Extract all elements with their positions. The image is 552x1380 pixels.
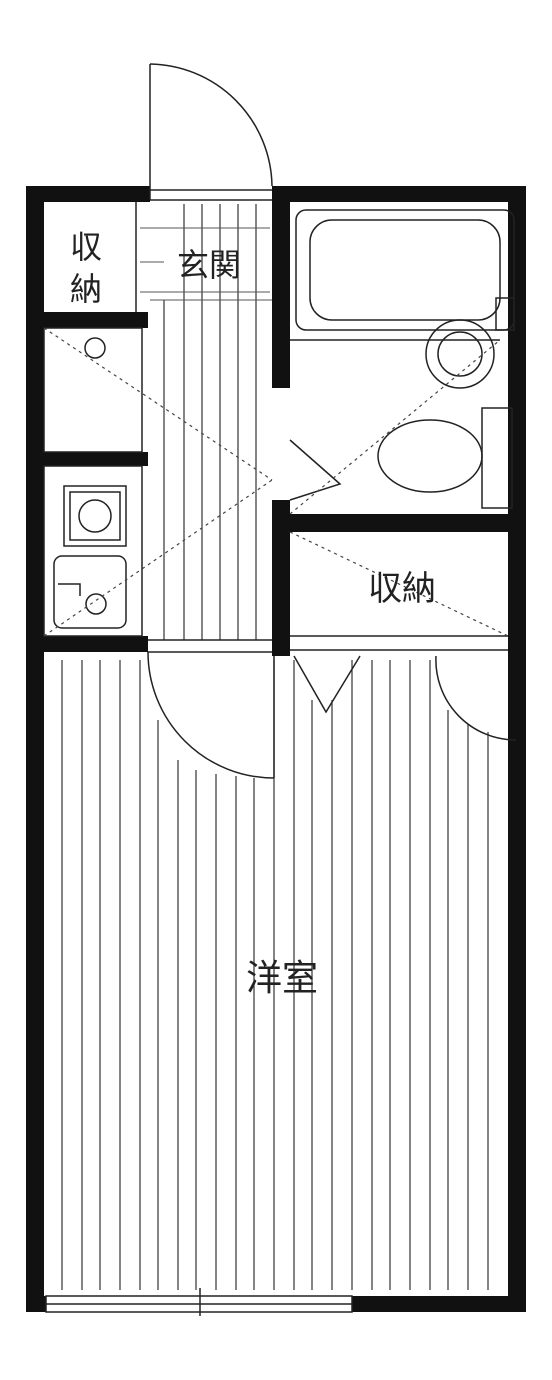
bathroom	[289, 209, 515, 509]
kitchen	[43, 465, 143, 637]
toilet-tank-icon	[481, 407, 513, 509]
stove-icon	[63, 485, 127, 547]
sink-icon	[53, 555, 127, 629]
entrance-door	[149, 63, 273, 201]
toilet-icon	[377, 419, 483, 493]
dashed-diagonals	[43, 327, 509, 637]
storage-label-top: 収	[70, 228, 102, 266]
washbasin-icon	[425, 319, 495, 389]
entrance-label: 玄関	[177, 246, 241, 284]
bathtub-icon	[295, 209, 515, 331]
room-door	[147, 639, 275, 779]
window	[45, 1288, 353, 1316]
room-labels: 収 納 玄関 収納 洋室	[70, 228, 436, 999]
storage-label-bottom: 納	[70, 270, 102, 308]
closet	[290, 635, 517, 741]
entrance-step-lines	[140, 227, 272, 301]
interior-walls	[26, 202, 508, 656]
western-room-label: 洋室	[246, 958, 318, 999]
drain-icon	[84, 337, 106, 359]
counter-area	[43, 327, 143, 453]
closet-label: 収納	[368, 569, 436, 609]
